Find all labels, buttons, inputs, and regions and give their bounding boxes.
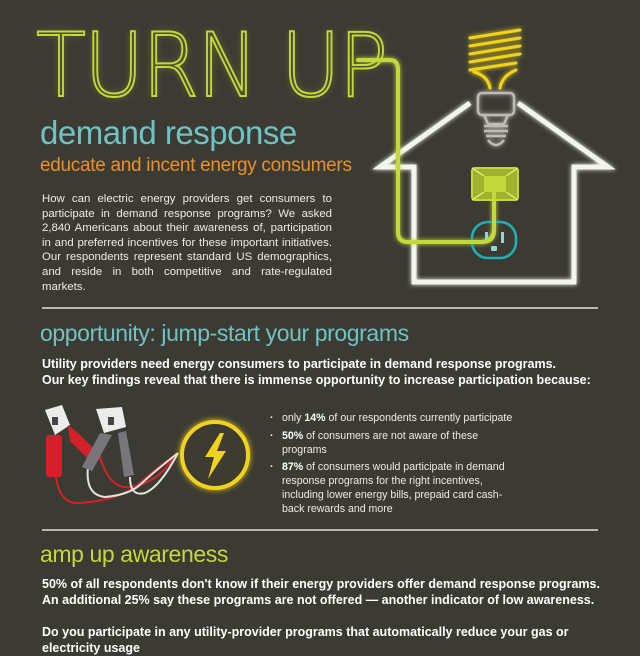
page-subtitle: demand response [40, 114, 297, 151]
hero-illustration [356, 28, 616, 285]
opportunity-bullets: only 14% of our respondents currently pa… [268, 412, 518, 521]
awareness-lead-line-2: An additional 25% say these programs are… [42, 593, 595, 607]
opportunity-lead-line-1: Utility providers need energy consumers … [42, 357, 557, 371]
awareness-heading: amp up awareness [40, 541, 228, 567]
cord-icon [356, 58, 496, 244]
section-divider [42, 307, 598, 309]
bullet-stat: 50% [282, 429, 304, 442]
bullet-item: only 14% of our respondents currently pa… [268, 412, 518, 426]
awareness-question: Do you participate in any utility-provid… [42, 625, 569, 655]
opportunity-lead-line-2: Our key findings reveal that there is im… [42, 373, 591, 387]
section-divider [42, 529, 598, 531]
bullet-stat: 87% [282, 461, 304, 474]
opportunity-lead: Utility providers need energy consumers … [42, 356, 602, 388]
jumper-cables-illustration [45, 405, 250, 505]
house-icon [372, 100, 616, 285]
awareness-lead: 50% of all respondents don't know if the… [42, 576, 602, 608]
jumper-cables-icon [45, 405, 179, 505]
awareness-lead-line-1: 50% of all respondents don't know if the… [42, 577, 600, 591]
light-bulb-icon [468, 28, 522, 147]
opportunity-heading: opportunity: jump-start your programs [40, 320, 409, 346]
intro-paragraph: How can electric energy providers get co… [42, 193, 332, 293]
page-tagline: educate and incent energy consumers [40, 155, 352, 176]
bullet-stat: 14% [304, 412, 326, 424]
bullet-item: 50% of consumers are not aware of these … [268, 430, 518, 458]
lightning-bolt-icon [180, 420, 250, 490]
page-title: TURN UP [35, 14, 389, 117]
bullet-item: 87% of consumers would participate in de… [268, 461, 518, 516]
